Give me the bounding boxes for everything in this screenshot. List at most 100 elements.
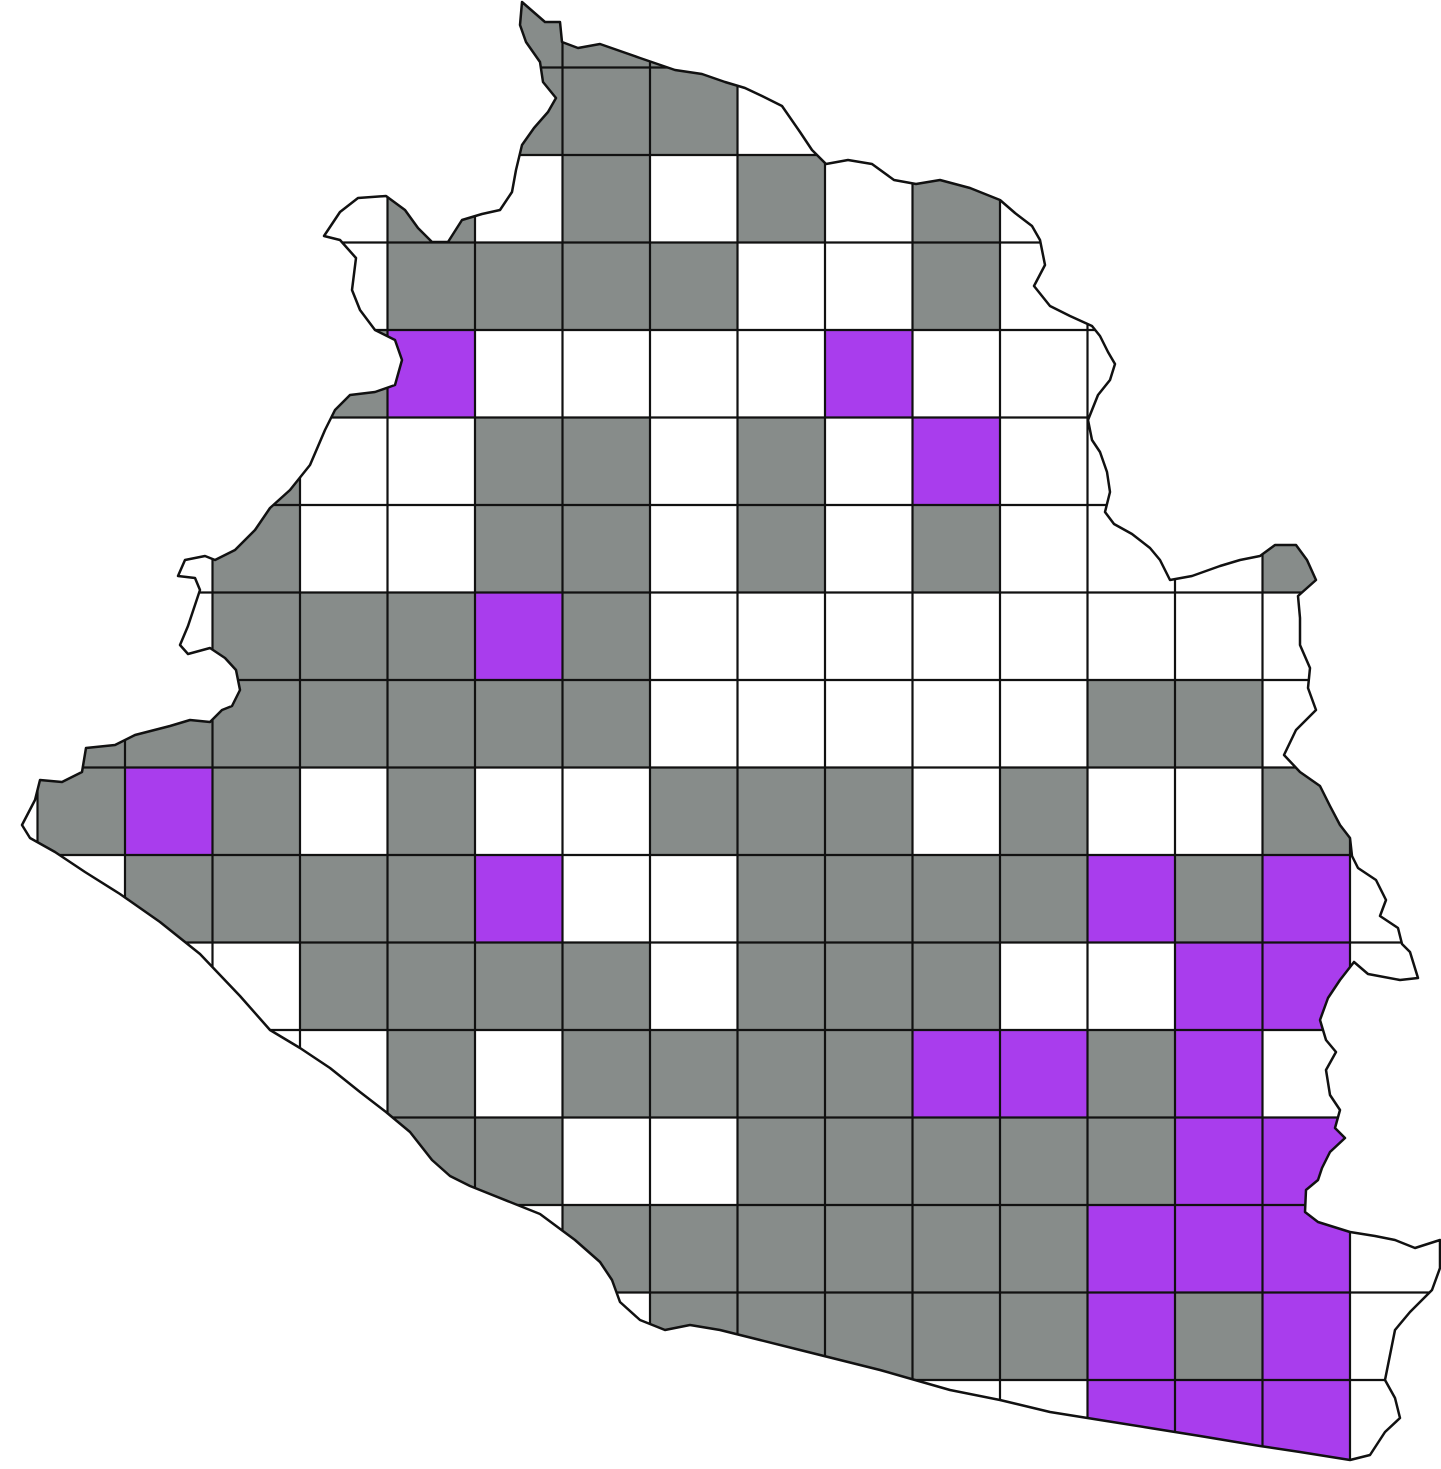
grid-cell-empty bbox=[737, 242, 825, 330]
grid-cell-occupied bbox=[475, 942, 563, 1030]
grid-cell-occupied bbox=[387, 242, 475, 330]
grid-cell-empty bbox=[650, 942, 738, 1030]
grid-cell-highlight bbox=[1262, 1292, 1350, 1380]
grid-cell-occupied bbox=[737, 942, 825, 1030]
grid-cell-occupied bbox=[475, 417, 563, 505]
grid-cell-occupied bbox=[387, 155, 475, 243]
grid-cell-empty bbox=[1087, 505, 1175, 593]
grid-cell-occupied bbox=[737, 1292, 825, 1380]
grid-cell-empty bbox=[125, 942, 213, 1030]
grid-cell-occupied bbox=[300, 942, 388, 1030]
grid-cell-empty bbox=[1000, 1380, 1088, 1460]
grid-cell-empty bbox=[300, 2, 388, 68]
grid-cell-empty bbox=[37, 417, 125, 505]
grid-cell-occupied bbox=[212, 680, 300, 768]
grid-cell-empty bbox=[650, 505, 738, 593]
grid-cell-empty bbox=[125, 592, 213, 680]
grid-cell-empty bbox=[22, 1117, 38, 1205]
grid-cell-empty bbox=[212, 1205, 300, 1293]
grid-cell-empty bbox=[37, 155, 125, 243]
grid-cell-empty bbox=[1087, 330, 1175, 418]
grid-cell-empty bbox=[125, 1117, 213, 1205]
grid-cell-empty bbox=[475, 1205, 563, 1293]
grid-cell-empty bbox=[300, 242, 388, 330]
grid-cell-empty bbox=[912, 330, 1000, 418]
grid-cell-empty bbox=[1087, 155, 1175, 243]
grid-cell-empty bbox=[300, 1205, 388, 1293]
grid-cell-occupied bbox=[562, 1205, 650, 1293]
grid-cell-occupied bbox=[387, 592, 475, 680]
grid-cell-occupied bbox=[475, 1117, 563, 1205]
grid-cell-occupied bbox=[825, 767, 913, 855]
grid-cell-occupied bbox=[387, 1117, 475, 1205]
grid-cell-empty bbox=[825, 67, 913, 155]
grid-cell-occupied bbox=[650, 1292, 738, 1380]
grid-cell-empty bbox=[562, 1380, 650, 1460]
grid-cell-occupied bbox=[300, 680, 388, 768]
grid-cell-empty bbox=[37, 1380, 125, 1460]
grid-cell-empty bbox=[22, 1380, 38, 1460]
grid-cell-empty bbox=[212, 1380, 300, 1460]
grid-cell-empty bbox=[125, 2, 213, 68]
grid-cell-empty bbox=[650, 155, 738, 243]
grid-cell-occupied bbox=[912, 855, 1000, 943]
grid-cell-empty bbox=[125, 330, 213, 418]
grid-cell-empty bbox=[212, 155, 300, 243]
grid-cell-empty bbox=[37, 2, 125, 68]
grid-cell-empty bbox=[475, 767, 563, 855]
grid-cell-empty bbox=[1000, 942, 1088, 1030]
grid-cell-empty bbox=[475, 330, 563, 418]
grid-cell-occupied bbox=[387, 680, 475, 768]
grid-cell-occupied bbox=[737, 1205, 825, 1293]
grid-cell-empty bbox=[300, 67, 388, 155]
grid-cell-empty bbox=[22, 330, 38, 418]
grid-cell-highlight bbox=[1000, 1030, 1088, 1118]
grid-cell-empty bbox=[125, 155, 213, 243]
grid-cell-empty bbox=[1262, 592, 1350, 680]
grid-cell-occupied bbox=[212, 592, 300, 680]
grid-cell-occupied bbox=[300, 330, 388, 418]
grid-cell-empty bbox=[825, 2, 913, 68]
grid-cell-empty bbox=[912, 767, 1000, 855]
grid-cell-occupied bbox=[737, 505, 825, 593]
grid-cell-empty bbox=[1175, 155, 1263, 243]
grid-cell-empty bbox=[825, 417, 913, 505]
grid-cell-empty bbox=[1175, 2, 1263, 68]
grid-cell-highlight bbox=[912, 1030, 1000, 1118]
grid-cell-empty bbox=[300, 505, 388, 593]
grid-cell-empty bbox=[1087, 242, 1175, 330]
grid-cell-empty bbox=[125, 417, 213, 505]
grid-cell-empty bbox=[37, 330, 125, 418]
grid-cell-empty bbox=[1262, 417, 1350, 505]
grid-cell-empty bbox=[1000, 417, 1088, 505]
grid-cell-empty bbox=[825, 680, 913, 768]
grid-cell-occupied bbox=[475, 242, 563, 330]
grid-cell-occupied bbox=[1087, 1117, 1175, 1205]
grid-cell-occupied bbox=[825, 855, 913, 943]
grid-cell-occupied bbox=[737, 417, 825, 505]
grid-cell-occupied bbox=[1000, 855, 1088, 943]
grid-cell-occupied bbox=[825, 1205, 913, 1293]
grid-cell-occupied bbox=[475, 505, 563, 593]
grid-cell-empty bbox=[22, 855, 38, 943]
grid-cell-empty bbox=[22, 592, 38, 680]
grid-cell-empty bbox=[125, 505, 213, 593]
grid-cell-empty bbox=[1000, 67, 1088, 155]
grid-cell-empty bbox=[1175, 592, 1263, 680]
grid-cell-empty bbox=[125, 67, 213, 155]
region-boundary bbox=[20, 0, 1441, 1462]
grid-cell-empty bbox=[1087, 2, 1175, 68]
grid-cell-empty bbox=[475, 1292, 563, 1380]
grid-cell-occupied bbox=[562, 155, 650, 243]
grid-cell-empty bbox=[1000, 155, 1088, 243]
grid-cell-empty bbox=[1262, 242, 1350, 330]
grid-cell-empty bbox=[912, 67, 1000, 155]
grid-cell-empty bbox=[1262, 2, 1350, 68]
grid-cell-occupied bbox=[387, 767, 475, 855]
grid-cell-empty bbox=[212, 1030, 300, 1118]
grid-cell-empty bbox=[650, 417, 738, 505]
grid-cell-occupied bbox=[37, 680, 125, 768]
grid-cell-empty bbox=[37, 592, 125, 680]
grid-cell-occupied bbox=[825, 1117, 913, 1205]
